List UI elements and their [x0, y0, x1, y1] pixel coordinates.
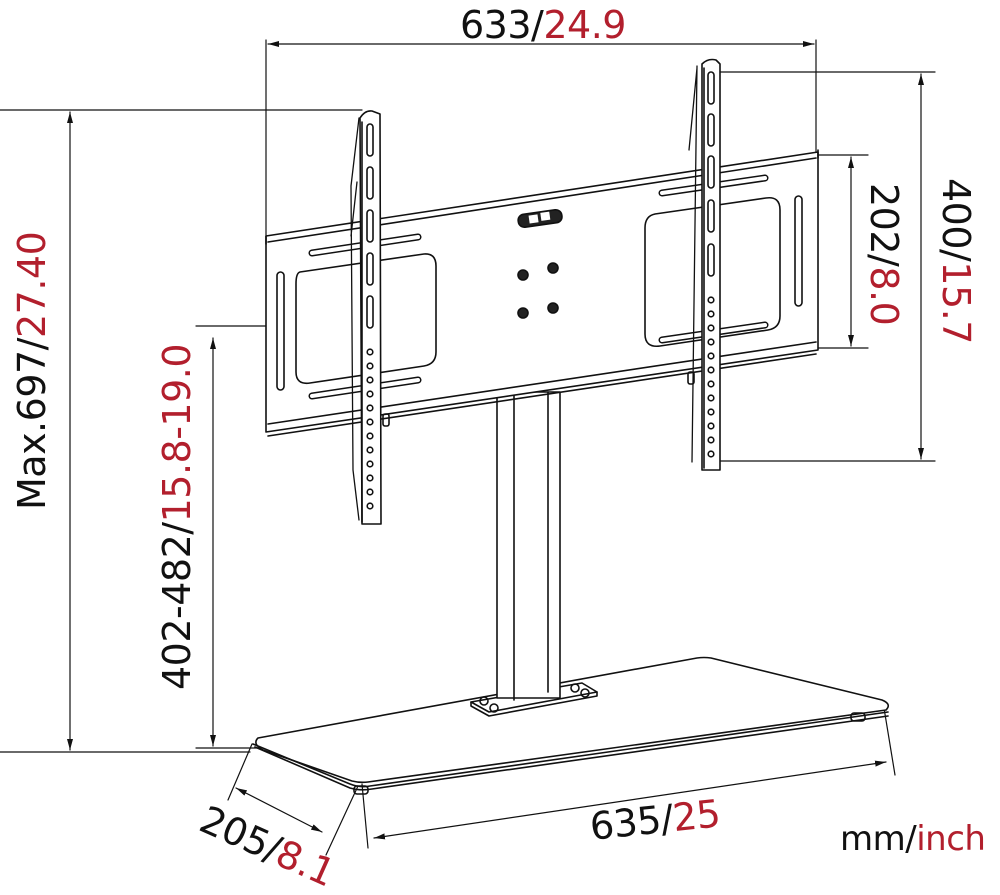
left-vertical-arm	[350, 110, 390, 525]
base-width-inch: 25	[670, 791, 723, 841]
separator: /	[862, 254, 906, 267]
left-arm-holes	[366, 348, 374, 510]
right-vertical-arm	[687, 58, 721, 471]
max-height-mm: 697	[10, 350, 54, 422]
label-bracket-width: 633/24.9	[460, 6, 626, 44]
units-imperial: inch	[916, 819, 986, 859]
units-metric: mm	[840, 819, 906, 859]
units-separator: /	[905, 819, 917, 859]
label-max-height: Max.697/27.40	[10, 231, 54, 510]
label-vesa-vertical-max: 400/15.7	[934, 178, 978, 344]
support-column	[496, 391, 561, 701]
vesa-max-mm: 400	[934, 178, 978, 250]
mount-range-mm: 402-482	[155, 534, 199, 690]
label-mount-height-range: 402-482/15.8-19.0	[155, 343, 199, 690]
max-height-prefix: Max.	[10, 421, 54, 510]
separator: /	[934, 249, 978, 262]
max-height-inch: 27.40	[10, 231, 54, 339]
bracket-width-mm: 633	[460, 3, 532, 47]
separator: /	[10, 338, 54, 351]
vesa-max-inch: 15.7	[934, 261, 978, 344]
right-arm-holes	[707, 296, 715, 458]
units-legend: mm/inch	[840, 819, 986, 859]
vesa-inner-mm: 202	[862, 183, 906, 255]
base-width-mm: 635	[587, 797, 663, 849]
vesa-inner-inch: 8.0	[862, 266, 906, 326]
bracket-width-inch: 24.9	[543, 3, 626, 47]
separator: /	[531, 3, 544, 47]
separator: /	[155, 522, 199, 535]
mount-range-inch: 15.8-19.0	[155, 343, 199, 523]
label-vesa-vertical-inner: 202/8.0	[862, 183, 906, 326]
base-plate	[252, 656, 890, 795]
